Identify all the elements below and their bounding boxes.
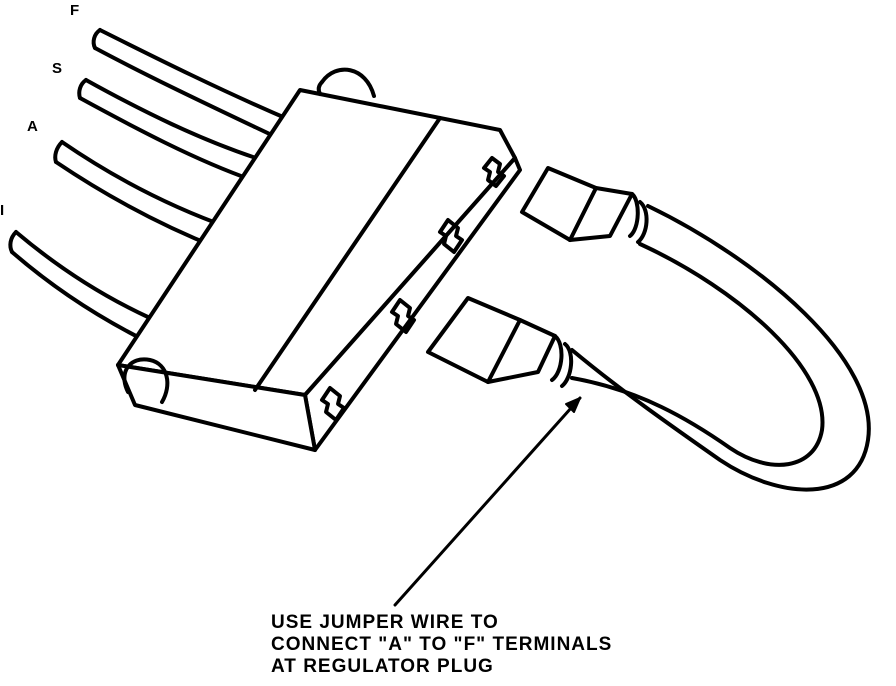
plug-slot-1 <box>482 156 506 188</box>
caption-line-3: AT REGULATOR PLUG <box>271 656 494 677</box>
plug-slot-4 <box>320 386 346 422</box>
caption-line-2: CONNECT "A" TO "F" TERMINALS <box>271 634 613 655</box>
plug-slot-3 <box>390 298 416 334</box>
regulator-plug <box>116 67 522 452</box>
terminal-label-a: A <box>27 118 39 135</box>
caption-line-1: USE JUMPER WIRE TO <box>271 612 499 633</box>
jumper-wire <box>426 166 871 492</box>
wire-f <box>91 28 292 140</box>
leader-arrow <box>393 396 582 607</box>
wire-i <box>8 230 152 340</box>
wire-a <box>53 140 232 250</box>
terminal-label-i: I <box>0 202 5 219</box>
terminal-label-s: S <box>52 60 63 77</box>
terminal-label-f: F <box>70 2 80 19</box>
plug-slot-2 <box>438 218 464 254</box>
wire-s <box>77 78 264 182</box>
diagram-caption: USE JUMPER WIRE TO CONNECT "A" TO "F" TE… <box>271 612 612 678</box>
